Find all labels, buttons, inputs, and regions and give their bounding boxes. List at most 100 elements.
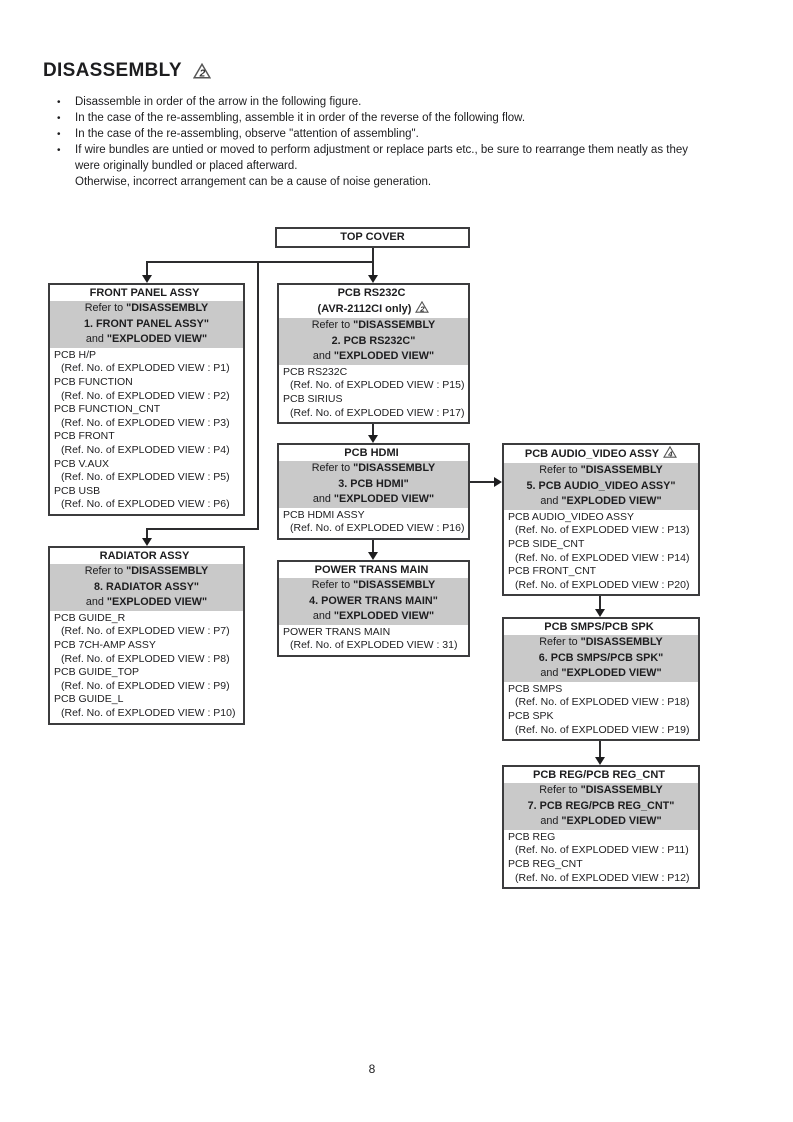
part-ref: (Ref. No. of EXPLODED VIEW : P1)	[61, 362, 230, 375]
box-title: PCB REG/PCB REG_CNT	[504, 767, 698, 783]
part-name: PCB AUDIO_VIDEO ASSY	[508, 510, 635, 523]
box-refer-note: Refer to "DISASSEMBLY 1. FRONT PANEL ASS…	[50, 301, 243, 348]
bullet-icon: •	[57, 112, 61, 124]
instruction-item-continued: Otherwise, incorrect arrangement can be …	[57, 175, 715, 191]
part-name: PCB GUIDE_L	[54, 693, 124, 706]
connector-line	[372, 539, 374, 554]
part-ref: (Ref. No. of EXPLODED VIEW : P8)	[61, 652, 230, 665]
box-refer-note: Refer to "DISASSEMBLY 2. PCB RS232C" and…	[279, 318, 468, 365]
instruction-list: • Disassemble in order of the arrow in th…	[57, 95, 715, 190]
box-part-list: PCB RS232C(Ref. No. of EXPLODED VIEW : P…	[279, 365, 468, 422]
page-number: 8	[368, 1062, 376, 1076]
caution-triangle-icon: 4	[663, 446, 678, 458]
part-ref: (Ref. No. of EXPLODED VIEW : P19)	[515, 723, 690, 736]
instruction-item: •Disassemble in order of the arrow in th…	[57, 95, 715, 111]
bullet-icon: •	[57, 128, 61, 140]
flow-arrow-down-icon	[368, 552, 378, 560]
box-refer-note: Refer to "DISASSEMBLY 7. PCB REG/PCB REG…	[504, 783, 698, 830]
part-name: PCB FRONT	[54, 430, 115, 443]
part-ref: (Ref. No. of EXPLODED VIEW : 31)	[290, 639, 458, 652]
flow-arrow-down-icon	[142, 538, 152, 546]
part-ref: (Ref. No. of EXPLODED VIEW : P14)	[515, 551, 690, 564]
part-name: PCB GUIDE_TOP	[54, 666, 139, 679]
box-title-text: PCB RS232C	[337, 287, 406, 299]
part-ref: (Ref. No. of EXPLODED VIEW : P11)	[515, 844, 689, 857]
flow-box-top-cover: TOP COVER	[275, 227, 470, 248]
box-part-list: PCB REG(Ref. No. of EXPLODED VIEW : P11)…	[504, 830, 698, 887]
flow-arrow-down-icon	[595, 757, 605, 765]
connector-line	[146, 261, 148, 277]
part-name: PCB SPK	[508, 709, 554, 722]
instruction-text: Disassemble in order of the arrow in the…	[75, 96, 362, 108]
part-name: PCB REG_CNT	[508, 857, 583, 870]
connector-line	[372, 261, 374, 277]
box-part-list: PCB SMPS(Ref. No. of EXPLODED VIEW : P18…	[504, 682, 698, 739]
part-ref: (Ref. No. of EXPLODED VIEW : P3)	[61, 416, 230, 429]
box-refer-note: Refer to "DISASSEMBLY 3. PCB HDMI" and "…	[279, 461, 468, 508]
part-name: PCB SMPS	[508, 682, 563, 695]
flow-arrow-down-icon	[142, 275, 152, 283]
part-name: PCB SIDE_CNT	[508, 537, 585, 550]
instruction-text: If wire bundles are untied or moved to p…	[75, 143, 689, 172]
box-refer-note: Refer to "DISASSEMBLY 6. PCB SMPS/PCB SP…	[504, 635, 698, 682]
box-title: PCB SMPS/PCB SPK	[504, 619, 698, 635]
part-ref: (Ref. No. of EXPLODED VIEW : P15)	[290, 379, 465, 392]
flow-box-pcb-smps-pcb-spk: PCB SMPS/PCB SPK Refer to "DISASSEMBLY 6…	[502, 617, 700, 742]
part-name: PCB RS232C	[283, 365, 348, 378]
part-name: PCB HDMI ASSY	[283, 508, 365, 521]
part-name: PCB REG	[508, 830, 556, 843]
box-title-text: PCB HDMI	[344, 447, 399, 459]
box-part-list: POWER TRANS MAIN(Ref. No. of EXPLODED VI…	[279, 625, 468, 655]
box-part-list: PCB H/P(Ref. No. of EXPLODED VIEW : P1) P…	[50, 348, 243, 514]
part-name: PCB 7CH-AMP ASSY	[54, 638, 156, 651]
flow-box-power-trans-main: POWER TRANS MAIN Refer to "DISASSEMBLY 4…	[277, 560, 470, 657]
flow-box-radiator-assy: RADIATOR ASSY Refer to "DISASSEMBLY 8. R…	[48, 546, 245, 725]
page-title: DISASSEMBLY 2	[43, 60, 211, 82]
part-name: POWER TRANS MAIN	[283, 625, 391, 638]
svg-text:4: 4	[667, 449, 673, 458]
box-subtitle-text: (AVR-2112CI only)	[317, 303, 412, 315]
connector-line	[372, 248, 374, 263]
part-ref: (Ref. No. of EXPLODED VIEW : P17)	[290, 406, 465, 419]
connector-line	[146, 261, 374, 263]
part-name: PCB SIRIUS	[283, 392, 343, 405]
box-refer-note: Refer to "DISASSEMBLY 4. POWER TRANS MAI…	[279, 578, 468, 625]
part-ref: (Ref. No. of EXPLODED VIEW : P12)	[515, 871, 690, 884]
part-ref: (Ref. No. of EXPLODED VIEW : P13)	[515, 524, 690, 537]
box-part-list: PCB GUIDE_R(Ref. No. of EXPLODED VIEW : …	[50, 611, 243, 723]
box-title: PCB HDMI	[279, 445, 468, 461]
part-ref: (Ref. No. of EXPLODED VIEW : P18)	[515, 696, 690, 709]
part-name: PCB FUNCTION_CNT	[54, 403, 161, 416]
connector-line	[257, 261, 259, 530]
svg-text:2: 2	[420, 304, 426, 313]
flow-box-pcb-reg-pcb-reg-cnt: PCB REG/PCB REG_CNT Refer to "DISASSEMBL…	[502, 765, 700, 890]
connector-line	[146, 528, 148, 540]
part-name: PCB H/P	[54, 348, 97, 361]
flow-box-pcb-rs232c: PCB RS232C (AVR-2112CI only) 2 Refer to "…	[277, 283, 470, 425]
connector-line	[146, 528, 259, 530]
part-ref: (Ref. No. of EXPLODED VIEW : P2)	[61, 389, 230, 402]
connector-line	[372, 419, 374, 437]
box-refer-note: Refer to "DISASSEMBLY 8. RADIATOR ASSY" …	[50, 564, 243, 611]
flow-arrow-down-icon	[368, 435, 378, 443]
box-title: PCB RS232C	[279, 285, 468, 301]
instruction-item: •In the case of the re-assembling, assem…	[57, 111, 715, 127]
part-ref: (Ref. No. of EXPLODED VIEW : P7)	[61, 625, 230, 638]
box-title-text: POWER TRANS MAIN	[314, 564, 429, 576]
connector-line	[599, 593, 601, 610]
svg-text:2: 2	[198, 69, 205, 79]
part-name: PCB USB	[54, 484, 101, 497]
box-title: POWER TRANS MAIN	[279, 562, 468, 578]
box-title-text: FRONT PANEL ASSY	[89, 287, 200, 299]
instruction-text: Otherwise, incorrect arrangement can be …	[75, 175, 432, 188]
box-subtitle: (AVR-2112CI only) 2	[279, 301, 468, 318]
part-ref: (Ref. No. of EXPLODED VIEW : P9)	[61, 679, 230, 692]
part-ref: (Ref. No. of EXPLODED VIEW : P16)	[290, 522, 465, 535]
caution-triangle-icon: 2	[415, 301, 430, 313]
part-ref: (Ref. No. of EXPLODED VIEW : P6)	[61, 498, 230, 511]
box-title-text: PCB REG/PCB REG_CNT	[532, 769, 666, 781]
flow-box-front-panel-assy: FRONT PANEL ASSY Refer to "DISASSEMBLY 1…	[48, 283, 245, 516]
box-title: FRONT PANEL ASSY	[50, 285, 243, 301]
